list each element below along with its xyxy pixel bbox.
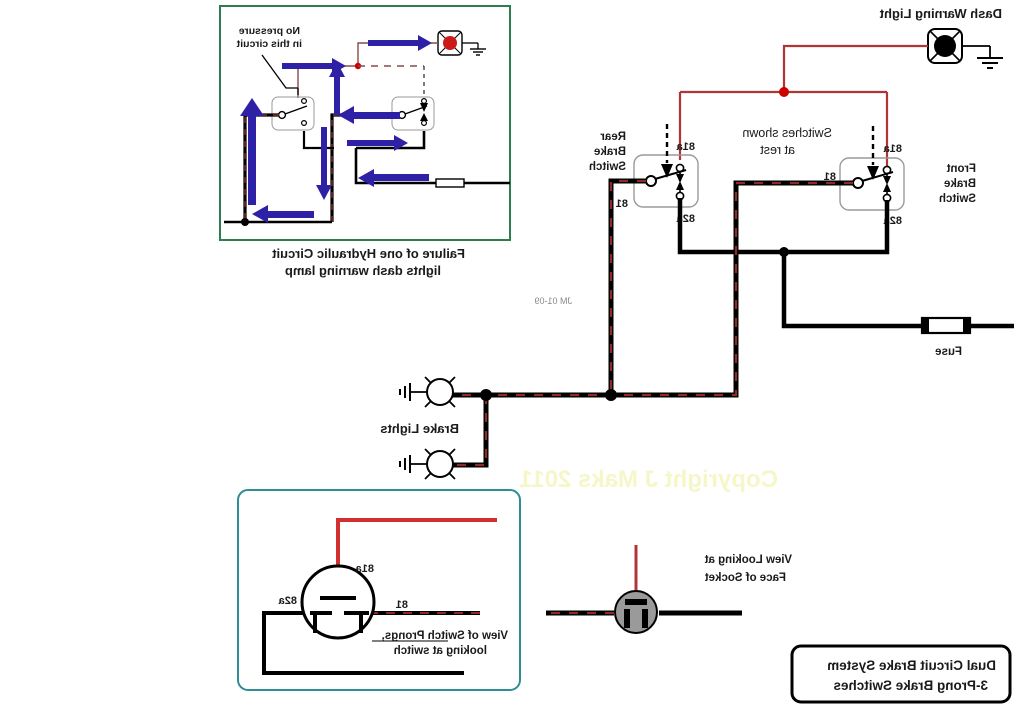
- inset-arrow-1: [368, 35, 432, 51]
- title-box-group: Dual Circuit Brake System 3-Prong Brake …: [790, 644, 1012, 704]
- junction-dot-82a-bus: [779, 247, 789, 257]
- brake-lights-label: Brake Lights: [380, 421, 459, 436]
- front-81a-arrowhead: [883, 176, 891, 185]
- socket-prong-slot-left: [642, 609, 648, 628]
- front-label-81a: 81a: [883, 143, 902, 155]
- inset-arrow-7: [316, 127, 332, 200]
- switches-at-rest-note-2: at rest: [760, 143, 795, 157]
- front-brake-switch-label-2: Brake: [944, 178, 976, 190]
- inset-failure-group: No pressure in this circuit Failure of o…: [219, 5, 511, 278]
- rear-label-81: 81: [616, 198, 628, 210]
- rear-label-81a: 81a: [676, 141, 695, 153]
- prong-label-81a: 81a: [355, 563, 374, 575]
- inset-caption-line-1: Failure of one Hydraulic Circuit: [271, 246, 465, 261]
- front-brake-switch-group: Front Brake Switch 81a 82a: [824, 126, 976, 227]
- socket-body: [614, 590, 658, 634]
- socket-prong-slot-top: [625, 599, 647, 605]
- inset-fuse-body: [435, 178, 465, 188]
- rear-switch-actuation-arrow: [661, 164, 673, 178]
- inset-flow-arrows: [240, 35, 432, 223]
- wire-81a-red: [678, 44, 928, 167]
- inset-bottom-junction: [241, 218, 249, 226]
- socket-view-label-1: View Looking at: [705, 554, 792, 566]
- inset-prongs-border: [237, 489, 521, 691]
- front-brake-switch-label-1: Front: [946, 163, 976, 175]
- inset-caption-line-2: lights dash warning lamp: [285, 263, 441, 278]
- front-82a-arrowhead: [883, 183, 891, 192]
- front-switch-blade: [861, 171, 894, 182]
- brake-lamp-top: [399, 376, 456, 408]
- dash-lamp-bulb: [934, 35, 956, 57]
- inset-note-leader: [261, 54, 298, 89]
- prong-label-82a: 82a: [278, 595, 297, 607]
- inset-arrow-4: [338, 106, 400, 124]
- rear-brake-switch-label-3: Switch: [589, 161, 626, 173]
- rear-82a-arrowhead: [676, 181, 684, 190]
- title-line-1: Dual Circuit Brake System: [827, 658, 996, 673]
- watermark: Copyright J Maks 2011: [519, 466, 778, 493]
- brake-lamp-bottom-ground: [399, 455, 411, 473]
- fuse-cap-left: [963, 318, 970, 333]
- fuse-label: Fuse: [935, 346, 962, 358]
- prong-switch-body: [300, 564, 376, 640]
- front-brake-switch-label-3: Switch: [939, 193, 976, 205]
- author-stamp: JM 01-09: [534, 296, 572, 306]
- rear-brake-switch-label-2: Brake: [594, 146, 626, 158]
- dash-warning-light-group: Dash Warning Light: [879, 6, 1003, 69]
- title-box: [790, 644, 1012, 704]
- inset-arrow-8: [252, 205, 314, 223]
- junction-dot-81a: [779, 87, 789, 97]
- prong-wire-82a: [262, 611, 464, 675]
- socket-prong-slot-right: [624, 609, 630, 628]
- brake-lights-group: Brake Lights: [380, 376, 492, 480]
- front-switch-actuation-arrow: [867, 166, 879, 180]
- wire-81-striped: [489, 178, 853, 401]
- rear-switch-pole: [645, 175, 657, 187]
- wire-82a-black: [677, 198, 1014, 329]
- fuse-group: Fuse: [920, 316, 972, 358]
- front-label-81: 81: [824, 171, 836, 183]
- inset-arrow-6: [358, 169, 429, 187]
- fuse-cap-right: [922, 318, 929, 333]
- socket-face-view-group: View Looking at Face of Socket: [546, 545, 792, 634]
- ground-symbol: [977, 57, 1003, 69]
- rear-brake-switch-group: Rear Brake Switch 81a 82a 81: [589, 124, 699, 225]
- junction-dot-brake-lights: [480, 389, 492, 401]
- fuse-body: [920, 316, 972, 335]
- rear-switch-blade: [654, 169, 687, 180]
- inset-wire-82a-left: [356, 131, 426, 150]
- junction-dot-81-bus: [605, 389, 617, 401]
- rear-81a-arrowhead: [676, 174, 684, 183]
- brake-lamp-bottom: [399, 448, 456, 480]
- inset-ground-symbol: [470, 48, 486, 56]
- front-switch-pole: [852, 177, 864, 189]
- socket-view-label-2: Face of Socket: [705, 572, 786, 584]
- prong-note-line-1: View of Switch Prongs,: [382, 630, 508, 642]
- dash-warning-light-label: Dash Warning Light: [879, 6, 1002, 21]
- rear-brake-switch-label-1: Rear: [600, 131, 626, 143]
- inset-arrow-9: [240, 98, 264, 205]
- inset-no-pressure-line-2: in this circuit: [236, 38, 302, 50]
- switches-at-rest-note-1: Switches shown: [742, 126, 832, 140]
- title-line-2: 3-Prong Brake Switches: [833, 678, 988, 693]
- brake-lamp-top-ground: [399, 383, 411, 401]
- inset-lamp-bulb-lit: [443, 36, 457, 50]
- inset-arrow-3: [329, 62, 345, 115]
- inset-arrow-5: [347, 135, 408, 151]
- prong-label-81: 81: [396, 599, 408, 611]
- inset-prongs-group: 81a 81 82a View of Switch Prongs, lookin…: [237, 489, 521, 691]
- prong-note-line-2: looking at switch: [394, 645, 487, 657]
- inset-no-pressure-line-1: No pressure: [239, 25, 300, 37]
